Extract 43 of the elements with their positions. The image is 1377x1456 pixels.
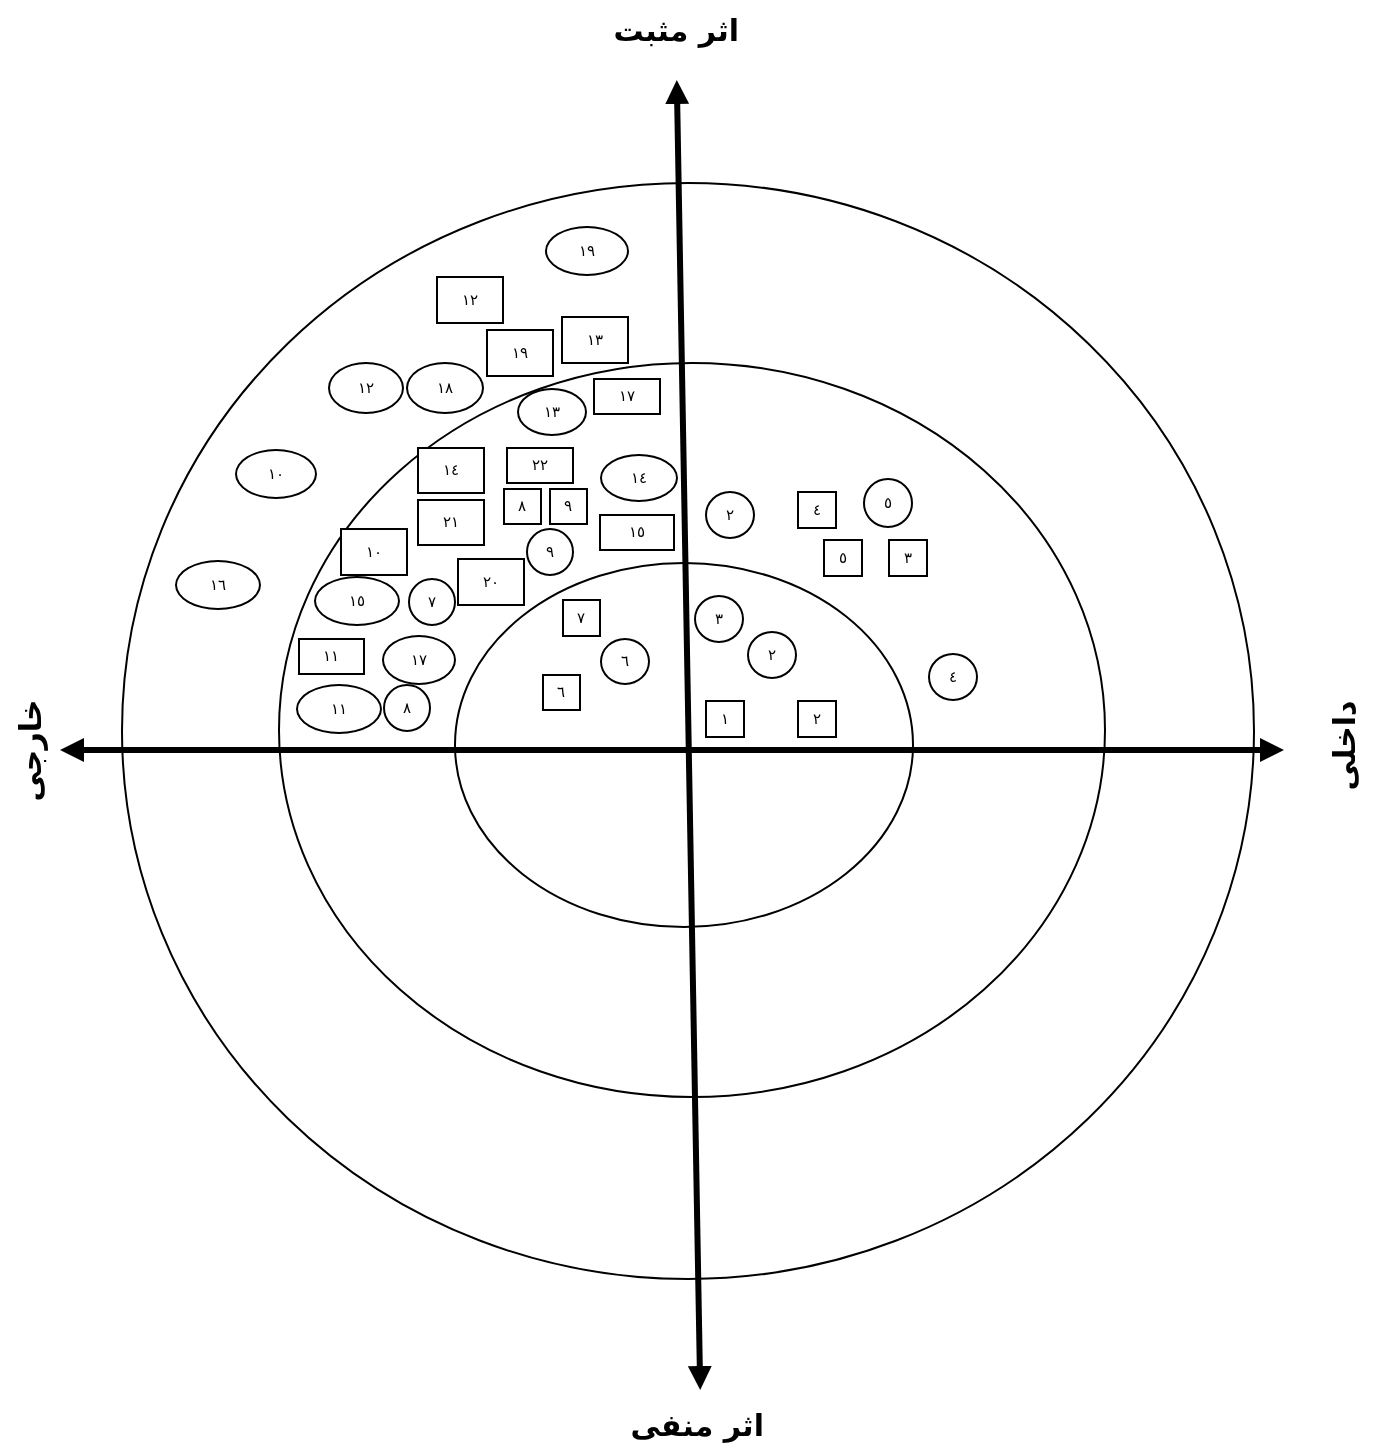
number-box: ١٤ [417, 446, 485, 494]
number-ellipse: ١١ [296, 684, 382, 734]
number-ellipse: ١٥ [314, 576, 400, 626]
number-box: ١ [705, 700, 745, 738]
number-box: ٢٠ [457, 558, 525, 606]
number-ellipse: ٩ [526, 528, 574, 576]
number-box: ٢١ [417, 498, 485, 546]
number-box: ٣ [888, 539, 928, 577]
number-ellipse: ١٠ [235, 449, 317, 499]
number-ellipse: ٥ [863, 478, 913, 528]
number-box: ١٠ [340, 528, 408, 576]
number-box: ٢ [797, 700, 837, 738]
number-ellipse: ١٨ [406, 362, 484, 414]
number-box: ١٣ [561, 316, 629, 364]
number-ellipse: ٨ [383, 684, 431, 732]
axis-label: خارجی [13, 698, 47, 802]
number-ellipse: ١٦ [175, 560, 261, 610]
number-box: ٦ [541, 673, 581, 711]
axis-label: اثر مثبت [613, 13, 739, 47]
number-box: ١٥ [599, 513, 675, 551]
number-ellipse: ١٩ [545, 226, 629, 276]
number-box: ١٢ [436, 276, 504, 324]
number-ellipse: ٤ [928, 653, 978, 701]
axis-label: داخلی [1328, 700, 1362, 790]
number-box: ١٧ [593, 377, 661, 415]
number-ellipse: ١٣ [517, 388, 587, 436]
number-box: ٩ [548, 487, 588, 525]
number-box: ١١ [297, 637, 365, 675]
number-box: ٨ [502, 487, 542, 525]
number-box: ٤ [797, 491, 837, 529]
number-ellipse: ٢ [747, 631, 797, 679]
axis-label: اثر منفی [630, 1408, 764, 1442]
number-box: ٧ [561, 599, 601, 637]
number-ellipse: ٧ [408, 578, 456, 626]
number-ellipse: ١٢ [328, 362, 404, 414]
number-box: ٢٢ [506, 446, 574, 484]
number-ellipse: ١٤ [600, 454, 678, 502]
number-ellipse: ٢ [705, 491, 755, 539]
number-box: ١٩ [486, 329, 554, 377]
number-ellipse: ١٧ [382, 635, 456, 685]
number-ellipse: ٦ [600, 637, 650, 685]
number-ellipse: ٣ [694, 595, 744, 643]
number-box: ٥ [823, 539, 863, 577]
